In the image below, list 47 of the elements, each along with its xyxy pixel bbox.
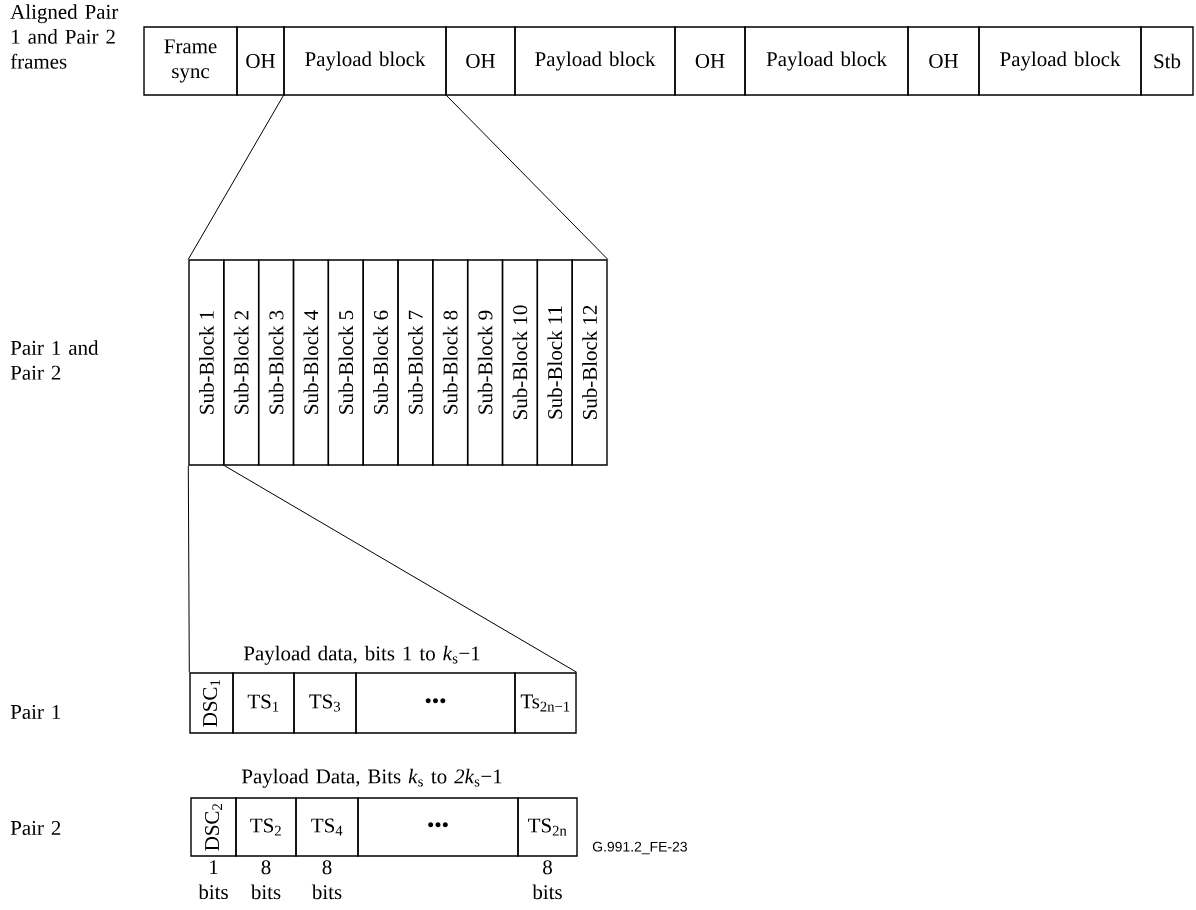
sub-block-cell: Sub-Block 8 xyxy=(432,259,469,466)
row-label: Pair 1 xyxy=(10,704,61,719)
sub-block-cell: Sub-Block 11 xyxy=(536,259,573,466)
row-label: Pair 2 xyxy=(10,820,61,835)
time-slot-cell: TS$_{2n}$ xyxy=(517,797,578,857)
row-label: Aligned Pair 1 and Pair 2 frames xyxy=(10,4,119,69)
sub-block-cell: Sub-Block 10 xyxy=(501,259,538,466)
time-slot-cell: DSC$_{1}$ xyxy=(189,672,234,734)
bit-count: 8 bits xyxy=(250,860,281,900)
time-slot-cell: TS$_{2}$ xyxy=(235,797,297,857)
frame-cell: OH xyxy=(674,26,746,96)
sub-block-cell: Sub-Block 7 xyxy=(397,259,434,466)
time-slot-cell: TS$_{3}$ xyxy=(293,672,357,734)
row-heading: Payload data, bits 1 to k$_{s}$−1 xyxy=(243,645,480,665)
time-slot-cell: TS$_{4}$ xyxy=(295,797,359,857)
row-heading: Payload Data, Bits k$_{s}$ to 2k$_{s}$−1 xyxy=(241,768,502,788)
sub-block-cell: Sub-Block 9 xyxy=(467,259,504,466)
zoom-line xyxy=(187,465,190,673)
zoom-line xyxy=(446,95,609,260)
frame-cell: Payload block xyxy=(978,26,1142,96)
sub-block-cell: Sub-Block 4 xyxy=(292,259,329,466)
frame-cell: Payload block xyxy=(514,26,676,96)
frame-cell: OH xyxy=(236,26,285,96)
bit-count: 8 bits xyxy=(532,860,562,900)
frame-cell: Payload block xyxy=(283,26,447,96)
sub-block-cell: Sub-Block 12 xyxy=(571,259,608,466)
frame-cell: Stb xyxy=(1140,26,1194,96)
frame-cell: Frame sync xyxy=(143,26,238,96)
frame-cell: OH xyxy=(445,26,516,96)
bit-count: 1 bits xyxy=(198,860,228,900)
frame-cell: OH xyxy=(907,26,980,96)
frame-cell: Payload block xyxy=(744,26,909,96)
sub-block-cell: Sub-Block 2 xyxy=(223,259,260,466)
time-slot-cell: ••• xyxy=(355,672,516,734)
sub-block-cell: Sub-Block 3 xyxy=(258,259,295,466)
time-slot-cell: Ts$_{2n−1}$ xyxy=(514,672,577,734)
sub-block-cell: Sub-Block 1 xyxy=(188,259,225,466)
time-slot-cell: TS$_{1}$ xyxy=(232,672,295,734)
figure-id: G.991.2_FE-23 xyxy=(592,841,687,855)
time-slot-cell: DSC$_{2}$ xyxy=(190,797,237,857)
sub-block-cell: Sub-Block 5 xyxy=(327,259,364,466)
zoom-line xyxy=(224,465,578,673)
time-slot-cell: ••• xyxy=(357,797,519,857)
sub-block-cell: Sub-Block 6 xyxy=(362,259,399,466)
zoom-line xyxy=(187,95,284,260)
bit-count: 8 bits xyxy=(311,860,342,900)
row-label: Pair 1 and Pair 2 xyxy=(10,340,99,380)
